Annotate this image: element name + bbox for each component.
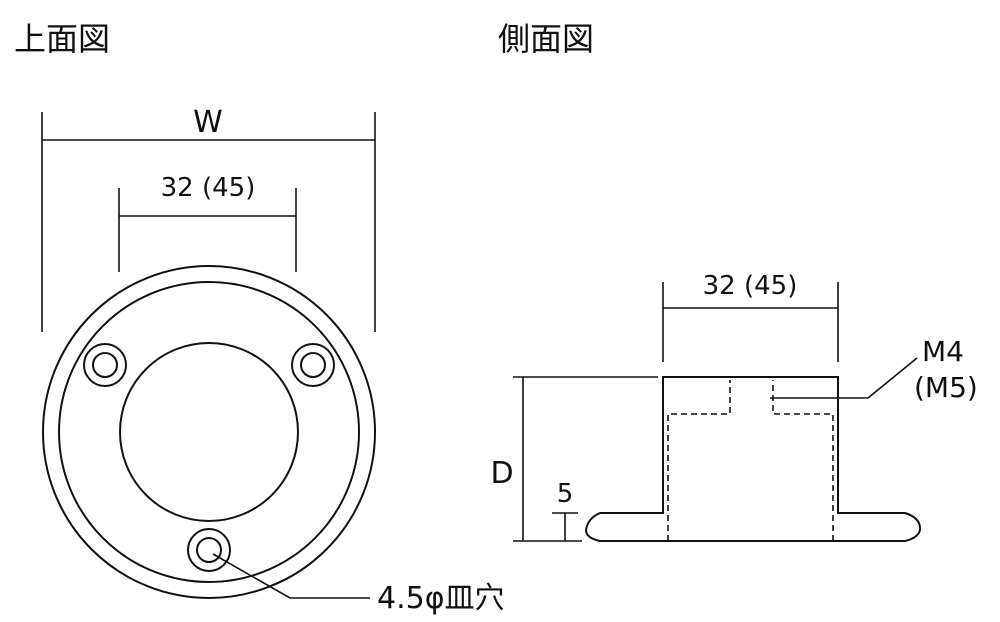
hidden-bore-right — [772, 380, 834, 541]
side-profile-outline — [584, 376, 922, 542]
hole-leader-line — [212, 553, 370, 599]
width-label: W — [193, 105, 223, 140]
hidden-bore-left — [667, 380, 731, 541]
hole-bottom — [187, 528, 231, 572]
thread-leader-diagonal — [867, 357, 918, 399]
flange-thickness-label: 5 — [557, 479, 574, 509]
pipe-bore-circle — [119, 342, 299, 522]
hole-callout-label: 4.5φ皿穴 — [377, 581, 505, 616]
hole-right — [291, 343, 335, 387]
thread-label-m4: M4 — [922, 335, 964, 368]
top-view: W 32 (45) 4.5φ皿穴 — [41, 105, 505, 616]
hole-left — [83, 343, 127, 387]
side-view-title: 側面図 — [498, 20, 594, 58]
side-pitch-label: 32 (45) — [703, 271, 798, 301]
top-view-title: 上面図 — [14, 20, 110, 58]
flange-outer-circle — [42, 265, 376, 599]
side-view: 32 (45) M4 (M5) D 5 — [490, 271, 978, 542]
flange-inner-circle — [58, 281, 360, 583]
top-pitch-label: 32 (45) — [161, 173, 256, 203]
depth-label: D — [490, 456, 513, 491]
thread-label-m5: (M5) — [914, 371, 978, 404]
